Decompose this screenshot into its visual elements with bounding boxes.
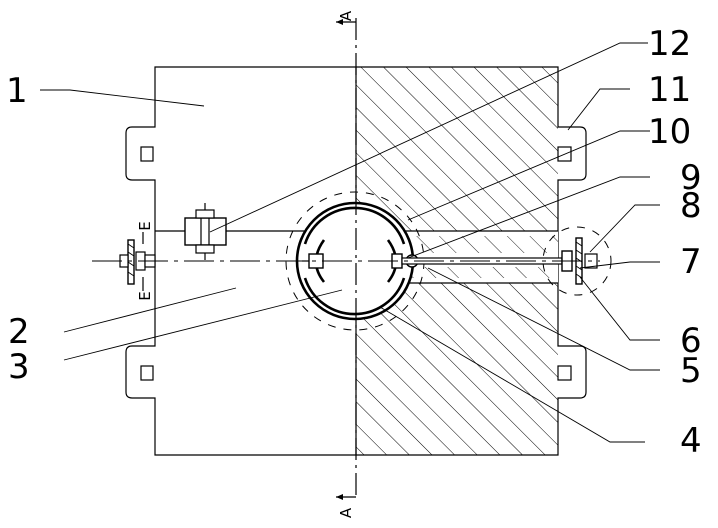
callout-9: 9 [680,158,702,198]
callout-2: 2 [8,312,30,352]
ear-slot-left-top [140,146,154,162]
callout-1: 1 [6,71,28,111]
callout-12: 12 [648,24,691,64]
section-mark-bottom: A [337,507,355,518]
leader-lines [40,42,660,443]
ear-slot-left-bottom [140,365,154,381]
pipe-circle [285,191,425,331]
callout-5: 5 [680,351,702,391]
callout-4: 4 [680,421,702,461]
bolt-bracket [184,203,227,260]
callout-10: 10 [648,112,691,152]
left-handwheel [119,239,156,285]
callout-6: 6 [680,321,702,361]
callout-11: 11 [648,70,691,110]
left-plate-outline [125,66,357,456]
callout-3: 3 [8,347,30,387]
section-line-a [336,18,357,500]
ear-slot-right-bottom [557,365,572,381]
callout-7: 7 [680,242,702,282]
small-mark-bottom: E [136,291,154,300]
small-mark-top: E [136,221,154,230]
section-mark-top: A [337,10,355,21]
callout-8: 8 [680,186,702,226]
